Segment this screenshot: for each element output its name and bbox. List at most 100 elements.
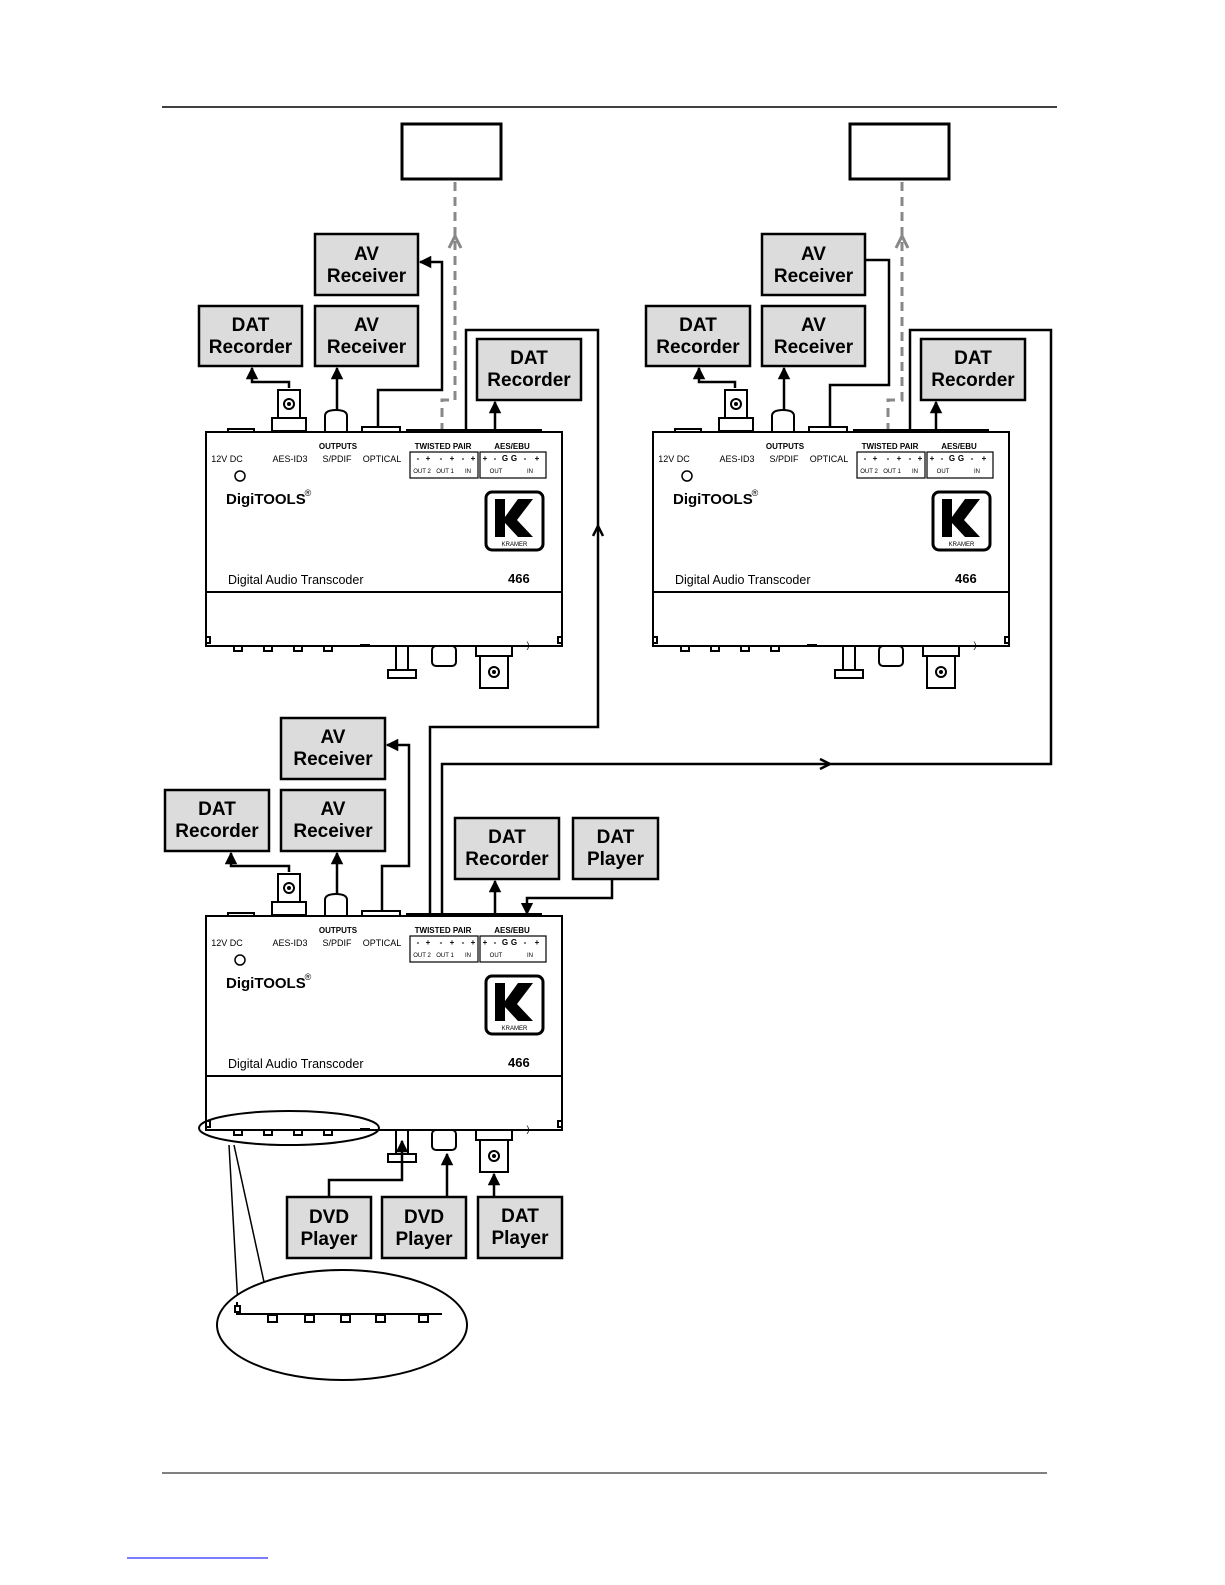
twisted-pair-link-1 [428,526,598,916]
dashed-link-2 [886,236,902,432]
device-name: Digital Audio Transcoder [675,573,811,587]
optical-label: OPTICAL [363,454,402,464]
aes-in-label: IN [527,469,533,475]
box-line-2: Receiver [327,337,407,358]
box-line-1: AV [354,315,379,336]
brand-name: DigiTOOLS [673,491,753,508]
aes-out-label: OUT [490,469,503,475]
out2-label: OUT 2 [413,953,431,959]
out1-label: OUT 1 [436,469,454,475]
remote-unit-box-1 [400,122,503,181]
box-line-2: Player [491,1228,549,1249]
box-line-1: DVD [404,1207,444,1228]
spdif-label: S/PDIF [322,938,352,948]
aes-out-label: OUT [490,953,503,959]
terminal-sign: + [483,454,488,463]
power-label: 12V DC [211,938,243,948]
box-line-1: AV [321,727,346,748]
zoom-detail-panel [234,1302,442,1323]
terminal-sign: - [524,938,527,947]
box-line-2: Receiver [293,749,373,770]
aes-ebu-label: AES/EBU [494,442,530,451]
terminal-sign: + [982,454,987,463]
box-line-2: Recorder [209,337,293,358]
zoom-line [233,1144,265,1283]
aes-in-label: IN [974,469,980,475]
wire [327,1139,409,1197]
aes-out-label: OUT [937,469,950,475]
out2-label: OUT 2 [860,469,878,475]
twisted-pair-terminals [409,935,479,963]
terminal-sign: + [426,938,431,947]
optical-label: OPTICAL [363,938,402,948]
box-line-1: DVD [309,1207,349,1228]
wire [376,255,444,428]
box-line-1: AV [354,244,379,265]
twisted-pair-link-2b [830,328,1053,766]
terminal-sign: - [440,938,443,947]
terminal-sign: G [502,454,508,463]
kramer-logo [484,490,545,552]
box-line-2: Receiver [774,337,854,358]
terminal-sign: + [450,938,455,947]
box-line-2: Recorder [175,821,259,842]
terminal-sign: + [535,454,540,463]
aes-id3-label: AES-ID3 [719,454,754,464]
terminal-sign: + [471,938,476,947]
terminal-sign: - [909,454,912,463]
zoom-highlight [198,1110,380,1146]
aes-ebu-terminals [479,451,547,479]
terminal-sign: G [511,938,517,947]
terminal-sign: - [887,454,890,463]
box-line-1: AV [801,244,826,265]
wire [692,366,737,388]
power-label: 12V DC [658,454,690,464]
spdif-label: S/PDIF [322,454,352,464]
box-line-2: Recorder [931,370,1015,391]
remote-unit-box-2 [848,122,951,181]
terminal-sign: - [417,454,420,463]
registered-mark: ® [305,972,312,982]
model-number: 466 [508,571,530,586]
out1-label: OUT 1 [883,469,901,475]
kramer-logo [931,490,992,552]
out2-label: OUT 2 [413,469,431,475]
terminal-sign: - [864,454,867,463]
outputs-label: OUTPUTS [766,442,805,451]
box-line-1: AV [801,315,826,336]
box-line-1: AV [321,799,346,820]
box-line-2: Recorder [487,370,571,391]
terminal-sign: G [958,454,964,463]
box-line-2: Recorder [465,849,549,870]
zoom-line [228,1144,239,1307]
power-label: 12V DC [211,454,243,464]
in-label: IN [912,469,918,475]
aes-ebu-terminals [479,935,547,963]
logo-text: KRAMER [502,542,528,548]
model-number: 466 [508,1055,530,1070]
device-name: Digital Audio Transcoder [228,573,364,587]
twisted-pair-label: TWISTED PAIR [415,926,472,935]
terminal-sign: - [440,454,443,463]
spdif-label: S/PDIF [769,454,799,464]
device-name: Digital Audio Transcoder [228,1057,364,1071]
terminal-sign: - [462,938,465,947]
terminal-sign: + [873,454,878,463]
